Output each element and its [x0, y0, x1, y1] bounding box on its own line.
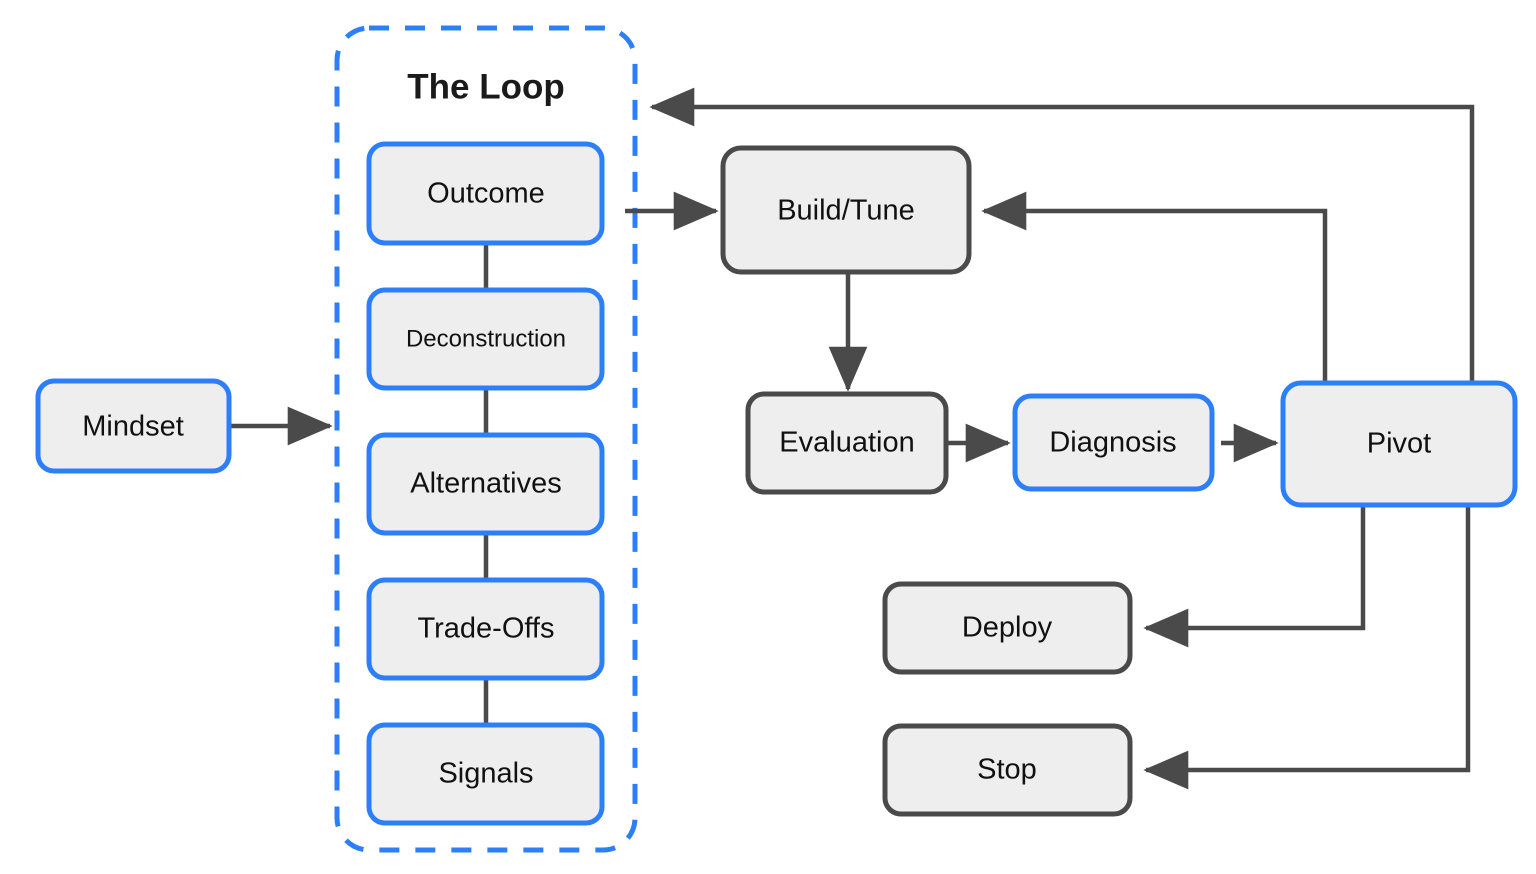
edge-pivot-to-deploy: [1143, 505, 1366, 648]
edge-pivot-to-stop: [1143, 505, 1471, 790]
node-deconstruction-box[interactable]: [366, 287, 605, 391]
node-signals-box[interactable]: [366, 722, 605, 826]
node-mindset-box[interactable]: [35, 378, 232, 474]
node-build-tune-box[interactable]: [720, 145, 972, 275]
node-alternatives[interactable]: Alternatives: [366, 432, 605, 536]
node-alternatives-label: Alternatives: [410, 468, 562, 500]
node-tradeoffs-label: Trade-Offs: [418, 613, 555, 645]
node-diagnosis-label: Diagnosis: [1049, 427, 1176, 459]
node-evaluation-label: Evaluation: [779, 427, 914, 459]
node-build-tune[interactable]: Build/Tune: [720, 145, 972, 275]
node-deploy-box[interactable]: [882, 581, 1133, 675]
node-evaluation[interactable]: Evaluation: [745, 391, 949, 495]
group-the-loop: The Loop: [334, 25, 638, 853]
node-diagnosis[interactable]: Diagnosis: [1012, 393, 1215, 492]
edge-pivot-to-loop: [649, 87, 1475, 383]
node-alternatives-box[interactable]: [366, 432, 605, 536]
node-pivot-label: Pivot: [1367, 428, 1431, 460]
node-pivot[interactable]: Pivot: [1280, 380, 1518, 508]
edge-pivot-to-buildtune: [981, 191, 1328, 383]
group-the-loop-frame: [334, 25, 638, 853]
node-build-tune-label: Build/Tune: [777, 195, 915, 227]
node-pivot-box[interactable]: [1280, 380, 1518, 508]
node-tradeoffs-box[interactable]: [366, 577, 605, 681]
node-deploy[interactable]: Deploy: [882, 581, 1133, 675]
node-stop[interactable]: Stop: [882, 723, 1133, 817]
node-outcome-label: Outcome: [427, 178, 545, 210]
node-deconstruction-label: Deconstruction: [406, 325, 566, 352]
node-signals[interactable]: Signals: [366, 722, 605, 826]
node-stop-box[interactable]: [882, 723, 1133, 817]
node-deconstruction[interactable]: Deconstruction: [366, 287, 605, 391]
node-outcome-box[interactable]: [366, 141, 605, 246]
node-stop-label: Stop: [977, 754, 1037, 786]
node-signals-label: Signals: [438, 758, 533, 790]
node-diagnosis-box[interactable]: [1012, 393, 1215, 492]
node-mindset[interactable]: Mindset: [35, 378, 232, 474]
group-the-loop-title: The Loop: [407, 67, 564, 106]
node-tradeoffs[interactable]: Trade-Offs: [366, 577, 605, 681]
node-evaluation-box[interactable]: [745, 391, 949, 495]
node-outcome[interactable]: Outcome: [366, 141, 605, 246]
node-mindset-label: Mindset: [82, 411, 184, 443]
node-deploy-label: Deploy: [962, 612, 1053, 644]
